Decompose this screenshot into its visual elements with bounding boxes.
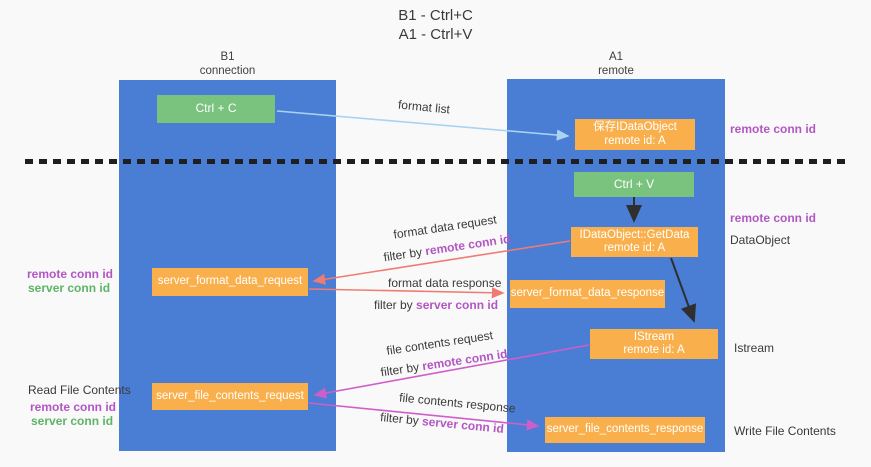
flow-filter-format-data-response: filter by server conn id xyxy=(374,298,498,312)
node-server-file-contents-request-label: server_file_contents_request xyxy=(156,389,304,402)
node-server-format-data-request: server_format_data_request xyxy=(152,268,308,296)
annotation-istream: Istream xyxy=(734,341,775,355)
annotation-left-server-conn-id-2: server conn id xyxy=(31,414,114,428)
node-ctrl-c-label: Ctrl + C xyxy=(195,101,237,116)
node-istream: IStream remote id: A xyxy=(590,329,718,359)
lifeline-a1-name: A1 xyxy=(608,51,624,63)
flow-label-format-data-response: format data response xyxy=(388,276,502,290)
lifeline-b1-name: B1 xyxy=(220,51,235,63)
node-server-format-data-response: server_format_data_response xyxy=(510,280,665,308)
filter-prefix: filter by xyxy=(374,298,417,312)
node-server-format-data-response-label: server_format_data_response xyxy=(510,287,665,300)
diagram-title-line2: A1 - Ctrl+V xyxy=(398,26,473,43)
node-idataobject-getdata: IDataObject::GetData remote id: A xyxy=(571,227,698,257)
annotation-dataobject: DataObject xyxy=(730,233,791,247)
filter-prefix: filter by xyxy=(382,244,427,265)
filter-key-server-conn-id: server conn id xyxy=(416,298,499,312)
flow-filter-file-contents-response: filter by server conn id xyxy=(380,410,505,436)
filter-prefix: filter by xyxy=(379,410,423,429)
annotation-left-remote-conn-id-1: remote conn id xyxy=(27,267,114,281)
node-server-file-contents-response: server_file_contents_response xyxy=(545,417,705,443)
lifeline-b1-role: connection xyxy=(199,65,256,77)
node-server-file-contents-response-label: server_file_contents_response xyxy=(546,423,704,436)
node-save-idataobject-line2: remote id: A xyxy=(604,134,666,147)
node-ctrl-v-label: Ctrl + V xyxy=(613,176,655,191)
lifeline-a1-role: remote xyxy=(598,65,634,77)
node-ctrl-c: Ctrl + C xyxy=(157,95,275,123)
lifeline-header-b1: B1 connection xyxy=(119,50,336,78)
node-save-idataobject: 保存IDataObject remote id: A xyxy=(575,119,695,150)
annotation-left-remote-conn-id-2: remote conn id xyxy=(30,400,117,414)
separator-dashed-line xyxy=(25,159,845,164)
filter-key-remote-conn-id: remote conn id xyxy=(424,231,512,259)
annotation-remote-conn-id-mid: remote conn id xyxy=(730,211,817,225)
node-ctrl-v: Ctrl + V xyxy=(574,172,694,197)
annotation-remote-conn-id-top: remote conn id xyxy=(730,122,817,136)
annotation-write-file-contents: Write File Contents xyxy=(734,424,836,438)
diagram-title-line1: B1 - Ctrl+C xyxy=(398,7,473,24)
flow-label-file-contents-response: file contents response xyxy=(398,390,517,416)
node-idataobject-getdata-line1: IDataObject::GetData xyxy=(579,228,690,241)
lifeline-header-a1: A1 remote xyxy=(507,50,725,78)
filter-key-server-conn-id: server conn id xyxy=(421,414,505,436)
node-save-idataobject-line1: 保存IDataObject xyxy=(593,121,677,133)
annotation-read-file-contents: Read File Contents xyxy=(28,383,131,397)
annotation-left-server-conn-id-1: server conn id xyxy=(28,281,111,295)
filter-prefix: filter by xyxy=(379,359,424,380)
node-istream-line2: remote id: A xyxy=(623,344,685,356)
node-server-file-contents-request: server_file_contents_request xyxy=(152,383,308,410)
node-idataobject-getdata-line2: remote id: A xyxy=(603,242,666,254)
node-istream-line1: IStream xyxy=(633,330,675,343)
diagram-title: B1 - Ctrl+C A1 - Ctrl+V xyxy=(0,6,871,44)
node-server-format-data-request-label: server_format_data_request xyxy=(157,275,303,288)
flow-label-format-list: format list xyxy=(397,97,451,117)
